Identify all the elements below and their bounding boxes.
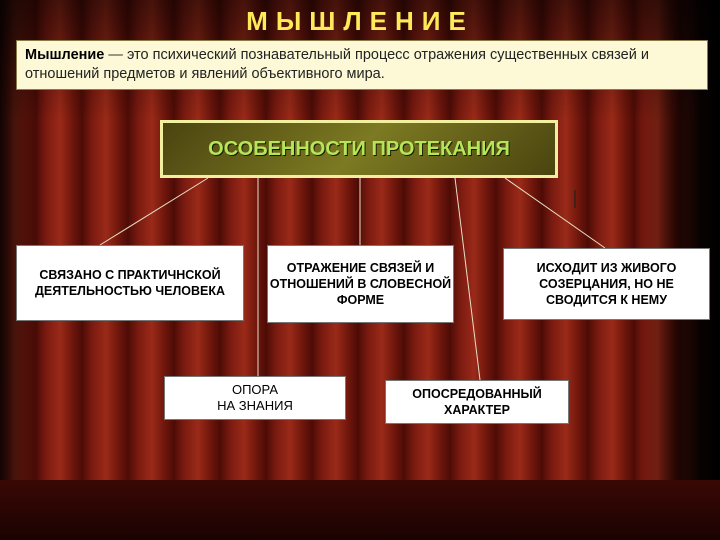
definition-separator: — [104, 47, 127, 63]
stage-floor [0, 480, 720, 540]
definition-term: Мышление [25, 47, 105, 63]
node-label: ОПОСРЕДОВАННЫЙ ХАРАКТЕР [412, 387, 542, 417]
definition-box: Мышление — это психический познавательны… [16, 40, 708, 90]
connector-line-1 [99, 177, 209, 246]
node-verbal-form: ОТРАЖЕНИЕ СВЯЗЕЙ И ОТНОШЕНИЙ В СЛОВЕСНОЙ… [267, 245, 454, 323]
node-knowledge-support: ОПОРА НА ЗНАНИЯ [164, 376, 346, 420]
node-living-contemplation: ИСХОДИТ ИЗ ЖИВОГО СОЗЕРЦАНИЯ, НО НЕ СВОД… [503, 248, 710, 320]
page-title: МЫШЛЕНИЕ [246, 6, 474, 36]
node-label: ИСХОДИТ ИЗ ЖИВОГО СОЗЕРЦАНИЯ, НО НЕ СВОД… [536, 261, 677, 307]
node-label: СВЯЗАНО С ПРАКТИЧНСКОЙ ДЕЯТЕЛЬНОСТЬЮ ЧЕЛ… [34, 268, 226, 298]
connector-line-4 [454, 177, 481, 381]
center-concept-box: ОСОБЕННОСТИ ПРОТЕКАНИЯ [160, 120, 558, 178]
node-label: ОТРАЖЕНИЕ СВЯЗЕЙ И ОТНОШЕНИЙ В СЛОВЕСНОЙ… [269, 261, 452, 307]
node-mediated-character: ОПОСРЕДОВАННЫЙ ХАРАКТЕР [385, 380, 569, 424]
node-label: ОПОРА НА ЗНАНИЯ [217, 382, 293, 413]
connector-line-5 [504, 177, 606, 249]
definition-text: это психический познавательный процесс о… [25, 47, 649, 82]
node-practical-activity: СВЯЗАНО С ПРАКТИЧНСКОЙ ДЕЯТЕЛЬНОСТЬЮ ЧЕЛ… [16, 245, 244, 321]
